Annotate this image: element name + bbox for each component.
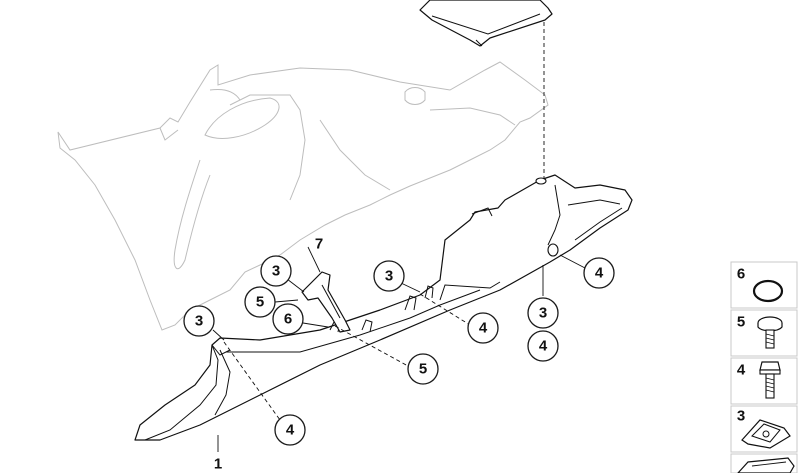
callout-3-center: 3 <box>373 260 405 292</box>
mounting-bracket <box>301 271 351 333</box>
callout-3-right: 3 <box>527 297 559 329</box>
legend-label: 4 <box>737 362 746 379</box>
callout-4-left: 4 <box>274 414 306 446</box>
callout-4-right-lower: 4 <box>527 330 559 362</box>
cable-tie-icon <box>737 457 795 473</box>
callout-3-left: 3 <box>183 305 215 337</box>
callout-label: 4 <box>479 320 488 337</box>
callout-3-bracket: 3 <box>260 255 292 287</box>
legend-item-4: 4 <box>730 357 798 405</box>
clip-nut-icon <box>741 419 791 449</box>
legend-item-6: 6 <box>730 261 798 309</box>
callout-label: 3 <box>195 313 203 330</box>
legend-label: 6 <box>737 266 745 283</box>
dashboard-ghost-outline <box>57 61 549 331</box>
legend-item-3: 3 <box>730 405 798 453</box>
callout-6: 6 <box>272 303 304 335</box>
legend-item-5: 5 <box>730 309 798 357</box>
label-1: 1 <box>214 456 222 473</box>
callout-label: 4 <box>595 265 604 282</box>
o-ring-icon <box>752 279 784 303</box>
callout-4-center: 4 <box>467 312 499 344</box>
hex-bolt-icon <box>759 361 781 399</box>
callout-5-lower: 5 <box>407 353 439 385</box>
legend-label: 3 <box>737 408 745 425</box>
callout-label: 3 <box>385 268 393 285</box>
top-cover-plate <box>419 0 553 47</box>
parts-legend: 6 5 4 3 <box>730 261 798 473</box>
legend-item-cable-tie <box>730 453 798 473</box>
legend-label: 5 <box>737 314 745 331</box>
callout-label: 4 <box>286 422 295 439</box>
label-7: 7 <box>315 236 323 253</box>
flat-head-screw-icon <box>757 316 783 349</box>
lower-trim-panel <box>134 174 633 441</box>
callout-label: 3 <box>272 263 280 280</box>
callout-label: 6 <box>284 311 292 328</box>
callout-label: 5 <box>256 294 264 311</box>
leader-lines <box>212 246 586 452</box>
callout-label: 3 <box>539 305 547 322</box>
callout-4-right-upper: 4 <box>583 257 615 289</box>
callout-5-upper: 5 <box>244 286 276 318</box>
callout-label: 4 <box>539 338 548 355</box>
callout-label: 5 <box>419 361 427 378</box>
